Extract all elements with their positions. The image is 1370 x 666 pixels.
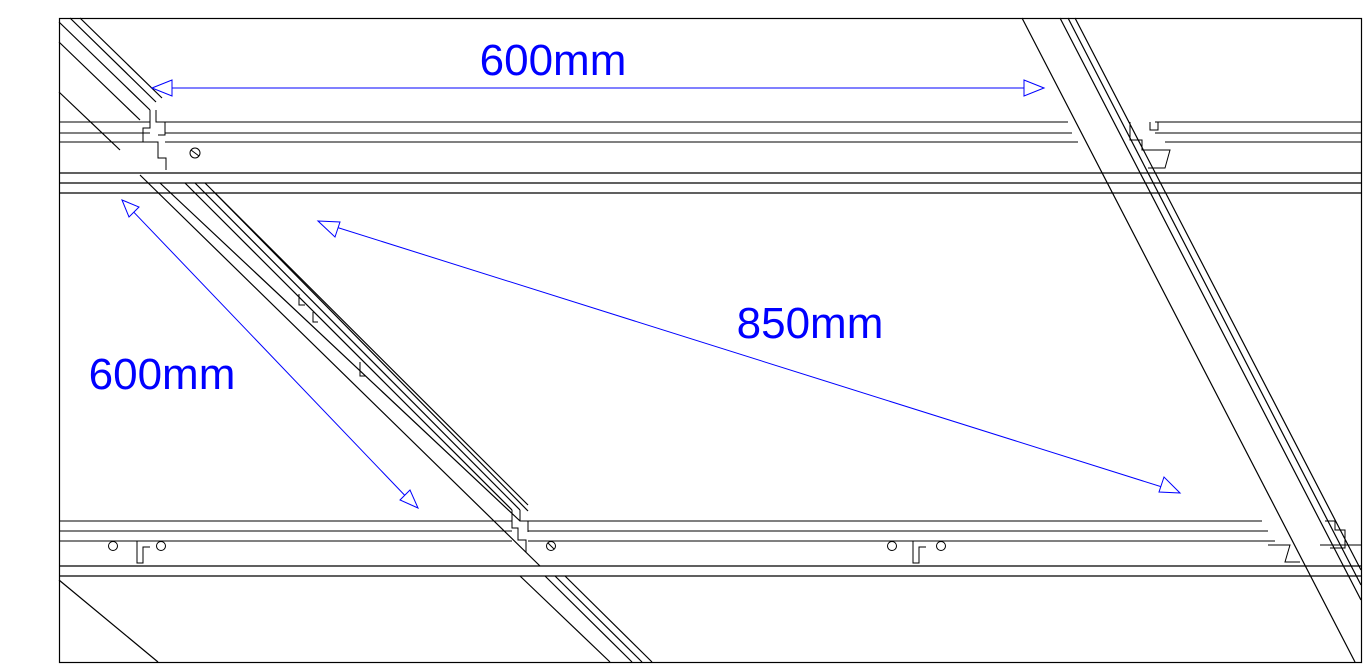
diagonal-cross-tee-right (1021, 17, 1362, 663)
screw-hole (189, 147, 201, 159)
slot-hole (108, 541, 118, 551)
diagonal-cross-tee-left (58, 17, 653, 663)
dimension-line (125, 203, 415, 506)
dimension-line (319, 221, 1179, 493)
slot-hole (156, 541, 166, 551)
slot-hole (936, 541, 946, 551)
arrowhead (316, 220, 341, 238)
arrowhead (399, 489, 419, 509)
screw-hole (546, 541, 556, 551)
dimension-top: 600mm (150, 36, 1046, 97)
drawing-border (58, 17, 1363, 664)
dimension-label-top: 600mm (480, 36, 627, 85)
dimension-side: 600mm (89, 199, 419, 509)
lower-left-diagonal (58, 579, 159, 663)
arrowhead (1158, 476, 1182, 494)
dimension-label-side: 600mm (89, 350, 236, 399)
arrowhead (1023, 79, 1046, 97)
dimension-label-diagonal: 850mm (737, 299, 884, 348)
bottom-main-runner (59, 510, 1361, 577)
top-main-runner (59, 110, 1361, 194)
arrowhead (121, 199, 140, 218)
dimension-diagonal: 850mm (316, 220, 1182, 494)
slot-hole (887, 541, 897, 551)
arrowhead (150, 79, 173, 97)
